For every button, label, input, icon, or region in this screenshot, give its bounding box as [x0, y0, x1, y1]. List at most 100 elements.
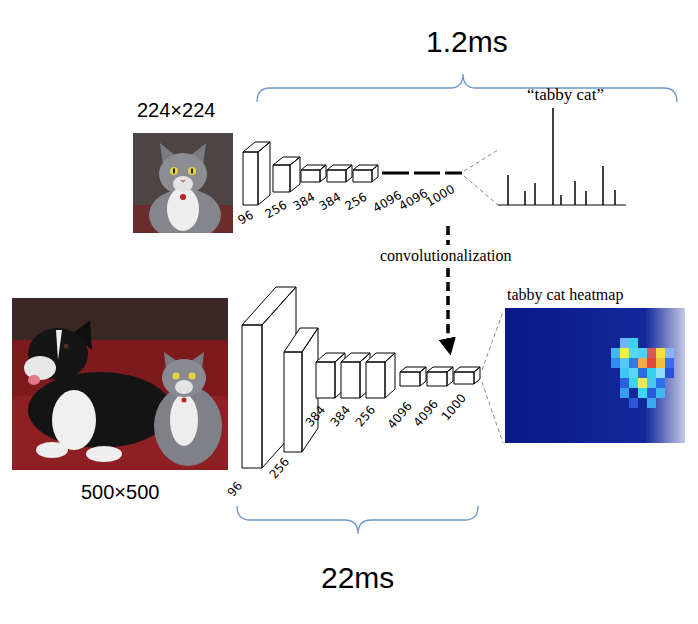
- dog-tongue: [28, 375, 40, 385]
- heatmap-cell: [647, 358, 656, 368]
- layer-size: 96: [236, 208, 256, 228]
- heatmap-cell: [629, 398, 638, 408]
- score-spike: [524, 191, 526, 205]
- heatmap-cell: [638, 358, 647, 368]
- layer-size: 1000: [424, 183, 457, 210]
- heatmap-cell: [638, 348, 647, 358]
- cat-eye: [188, 167, 196, 175]
- heatmap-cell: [620, 358, 629, 368]
- projection-line: [482, 382, 503, 443]
- layer-size: 4096: [385, 400, 415, 432]
- heatmap-cell: [629, 378, 638, 388]
- conv-layer-box: [284, 328, 318, 452]
- fc-layer-bar: [382, 172, 409, 175]
- score-spike: [614, 190, 616, 205]
- photo-background: [12, 298, 228, 470]
- layer-size: 96: [225, 479, 245, 500]
- cat-collar-tag: [182, 398, 187, 403]
- heatmap-title: tabby cat heatmap: [505, 286, 685, 304]
- class-score-chart: [498, 108, 626, 205]
- layer-size: 256: [353, 404, 378, 430]
- score-spike: [507, 175, 509, 205]
- cat-photo: [133, 133, 233, 241]
- heatmap-cell: [665, 358, 674, 368]
- conv-layer-box: [353, 165, 378, 182]
- score-spike: [602, 166, 604, 205]
- timing-bracket: [237, 506, 478, 534]
- score-spike: [552, 108, 554, 205]
- layer-size: 256: [263, 199, 290, 222]
- timing-bracket: [257, 74, 677, 102]
- layer-size: 384: [317, 191, 344, 214]
- cat-pupil: [173, 168, 175, 174]
- heatmap: [505, 308, 685, 443]
- layer-size: 256: [343, 191, 370, 214]
- layer-size: 384: [303, 404, 328, 430]
- layer-size: 384: [328, 404, 353, 430]
- cat-body: [154, 386, 222, 466]
- dog-muzzle: [24, 356, 56, 380]
- heatmap-cell: [620, 338, 629, 348]
- heatmap-cell: [656, 378, 665, 388]
- projection-lines: [482, 312, 503, 443]
- conv-layer-box: [427, 367, 453, 386]
- heatmap-cell: [647, 388, 656, 398]
- fc-layer-bar: [414, 172, 440, 175]
- cat-head: [159, 153, 207, 195]
- score-spike: [585, 191, 587, 205]
- class-label: “tabby cat”: [527, 85, 604, 105]
- cat-chest: [170, 394, 198, 446]
- heatmap-cell: [638, 388, 647, 398]
- heatmap-cell: [620, 368, 629, 378]
- heatmap-cell: [656, 348, 665, 358]
- heatmap-cell: [629, 338, 638, 348]
- layer-size: 1000: [439, 392, 469, 424]
- heatmap-cell: [629, 368, 638, 378]
- cat-eye: [170, 167, 178, 175]
- heatmap-cell: [620, 388, 629, 398]
- heatmap-cell: [611, 358, 620, 368]
- heatmap-cell: [665, 368, 674, 378]
- projection-lines: [464, 150, 498, 205]
- heatmap-cell: [656, 388, 665, 398]
- cat-eye: [189, 373, 196, 380]
- heatmap-background: [505, 308, 685, 443]
- heatmap-cell: [611, 348, 620, 358]
- conv-layer-box: [454, 367, 480, 384]
- conv-layer-box: [301, 165, 326, 182]
- conv-layer-box: [243, 142, 270, 205]
- timing-label: 22ms: [321, 561, 394, 596]
- conv-layer-box: [400, 367, 426, 386]
- dog-eye: [64, 344, 69, 349]
- dog-cat-photo: [12, 298, 228, 470]
- chart-baseline: [498, 205, 626, 206]
- cat-eye: [173, 373, 180, 380]
- projection-line: [464, 150, 498, 171]
- dog-body: [28, 372, 172, 448]
- heatmap-cell: [638, 368, 647, 378]
- projection-line: [464, 176, 498, 205]
- dog-paw: [86, 446, 122, 462]
- score-spike: [560, 195, 562, 205]
- cat-muzzle: [175, 380, 193, 394]
- heatmap-cell: [647, 378, 656, 388]
- fc-layers: [382, 172, 462, 175]
- layer-size: 256: [267, 456, 292, 482]
- heatmap-cell: [647, 348, 656, 358]
- dog-paw: [36, 442, 68, 458]
- heatmap-cell: [647, 398, 656, 408]
- score-spike: [534, 183, 536, 205]
- heatmap-cells: [611, 338, 674, 408]
- heatmap-cell: [656, 358, 665, 368]
- heatmap-cell: [647, 368, 656, 378]
- heatmap-cell: [638, 378, 647, 388]
- heatmap-cell: [629, 358, 638, 368]
- cat-nose: [180, 180, 186, 183]
- cat-head: [162, 359, 206, 397]
- score-spike: [574, 181, 576, 205]
- heatmap-cell: [665, 348, 674, 358]
- conv-layer-box: [327, 165, 352, 182]
- cat-muzzle: [173, 176, 193, 192]
- heatmap-cell: [629, 348, 638, 358]
- conv-layer-box: [273, 157, 300, 192]
